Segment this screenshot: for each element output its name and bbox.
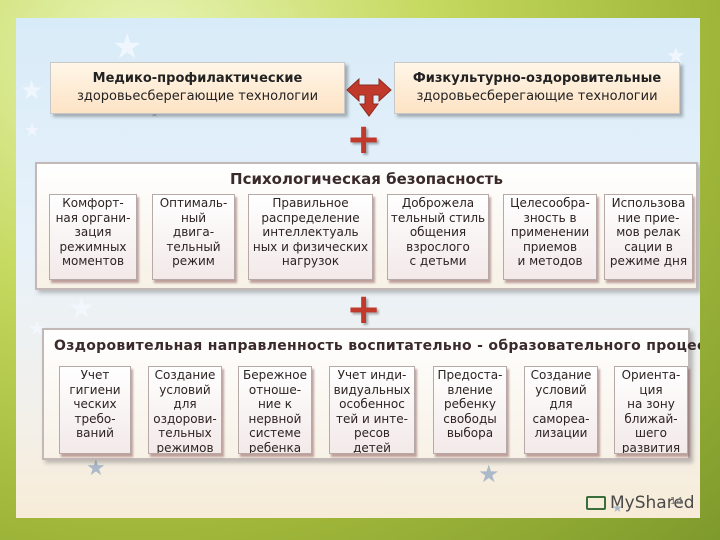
- psychological-safety-panel: Психологическая безопасность Комфорт- на…: [35, 162, 698, 290]
- star-icon: ★: [68, 291, 95, 326]
- medical-preventive-box: Медико-профилактические здоровьесберегаю…: [50, 62, 345, 114]
- star-icon: ★: [20, 76, 44, 106]
- psych-item: Оптималь- ный двига- тельный режим: [152, 194, 235, 280]
- health-focus-panel: Оздоровительная направленность воспитате…: [42, 328, 700, 460]
- psych-item: Доброжела тельный стиль общения взрослог…: [387, 194, 489, 280]
- health-item: Учет гигиени ческих требо- ваний: [59, 366, 131, 454]
- health-item: Бережное отноше- ние к нервной системе р…: [238, 366, 312, 454]
- star-icon: ★: [86, 456, 106, 481]
- physical-health-subtitle: здоровьесберегающие технологии: [416, 89, 658, 104]
- star-icon: ★: [478, 460, 500, 488]
- star-icon: ★: [112, 27, 143, 67]
- health-item: Создание условий для оздорови- тельных р…: [148, 366, 222, 454]
- psych-item: Комфорт- ная органи- зация режимных моме…: [49, 194, 137, 280]
- page-number: 14: [670, 496, 683, 507]
- medical-preventive-title: Медико-профилактические: [92, 71, 303, 86]
- plus-sign-lower: +: [346, 284, 382, 333]
- psych-item: Правильное распределение интеллектуаль н…: [248, 194, 373, 280]
- double-arrow-icon: [346, 74, 392, 120]
- psych-item: Целесообра- зность в применении приемов …: [503, 194, 597, 280]
- star-icon: ★: [28, 316, 46, 340]
- physical-health-box: Физкультурно-оздоровительные здоровьесбе…: [394, 62, 680, 114]
- star-icon: ★: [150, 109, 159, 120]
- plus-sign-upper: +: [346, 114, 382, 163]
- health-item: Предоста- вление ребенку свободы выбора: [433, 366, 507, 454]
- slide: ★ ★ ★ ★ ★ ★ ★ ★ ★ ★ Медико-профилактичес…: [16, 18, 700, 518]
- star-icon: ★: [24, 120, 41, 141]
- physical-health-title: Физкультурно-оздоровительные: [412, 71, 662, 86]
- myshared-logo: MyShared: [586, 493, 695, 513]
- health-item: Ориента- ция на зону ближай- шего развит…: [614, 366, 688, 454]
- psychological-safety-title: Психологическая безопасность: [230, 170, 503, 188]
- psych-item: Использова ние прие- мов релак сации в р…: [604, 194, 693, 280]
- health-item: Создание условий для самореа- лизации: [524, 366, 598, 454]
- health-focus-title: Оздоровительная направленность воспитате…: [54, 338, 700, 354]
- medical-preventive-subtitle: здоровьесберегающие технологии: [76, 89, 319, 104]
- star-icon: ★: [612, 501, 623, 515]
- logo-text: MyShared: [610, 493, 695, 513]
- health-item: Учет инди- видуальных особеннос тей и ин…: [329, 366, 415, 454]
- cart-icon: [586, 496, 606, 510]
